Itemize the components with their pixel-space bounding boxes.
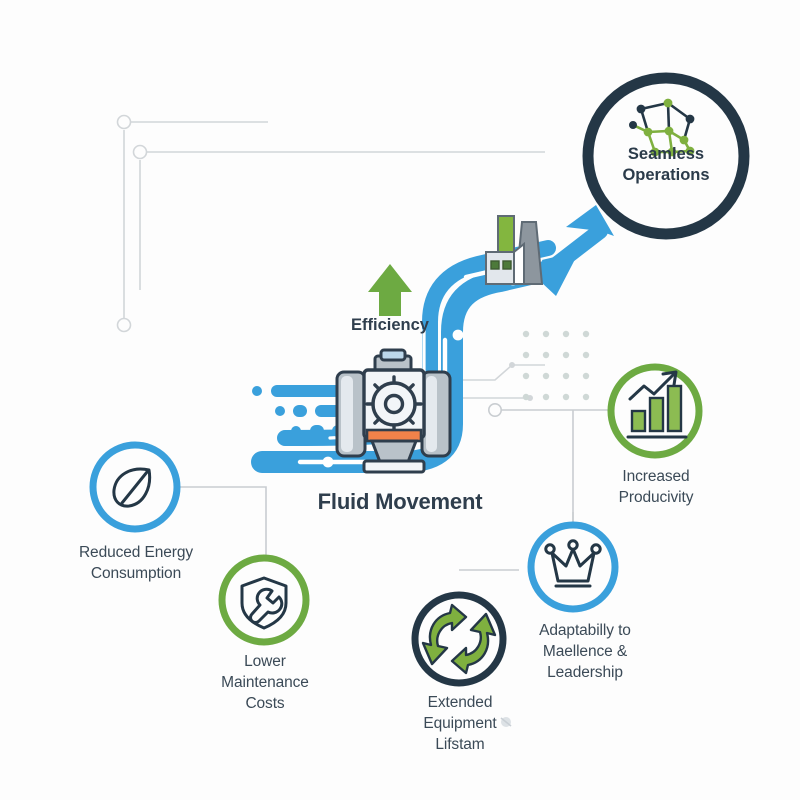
center-pump-hit-area[interactable] [337, 350, 451, 472]
node-hit-increased-producivity[interactable] [611, 367, 699, 455]
efficiency-label: Efficiency [351, 316, 429, 334]
node-adaptabilly-to-maellence-leadership[interactable] [527, 521, 619, 613]
hero-node-seamless-operations[interactable] [582, 72, 750, 240]
hero-node-label: Seamless Operations [622, 145, 710, 185]
up-arrow-icon [368, 264, 412, 316]
recycle-arrows-icon [421, 603, 497, 675]
industrial-pump-icon [335, 348, 452, 474]
network-nodes-icon [629, 98, 695, 157]
node-hit-lower-maintenance-costs[interactable] [222, 558, 306, 642]
node-extended-equipment-lifstam[interactable] [411, 591, 507, 687]
hero-node-hit-area[interactable] [588, 78, 744, 234]
center-label: Fluid Movement [317, 489, 483, 514]
node-hit-adaptabilly-to-maellence-leadership[interactable] [531, 525, 615, 609]
shield-wrench-icon [240, 576, 288, 630]
node-reduced-energy-consumption[interactable] [89, 441, 181, 533]
bar-chart-growth-icon [626, 370, 688, 439]
leaf-icon [112, 467, 152, 508]
node-hit-extended-equipment-lifstam[interactable] [415, 595, 503, 683]
crown-icon [544, 539, 602, 588]
node-lower-maintenance-costs[interactable] [218, 554, 310, 646]
artifact-mark [500, 717, 512, 727]
node-hit-reduced-energy-consumption[interactable] [93, 445, 177, 529]
decor-dot-grid [522, 330, 590, 401]
node-increased-producivity[interactable] [607, 363, 703, 459]
decor-bracket-lines [116, 114, 545, 333]
factory-icon [485, 215, 544, 285]
